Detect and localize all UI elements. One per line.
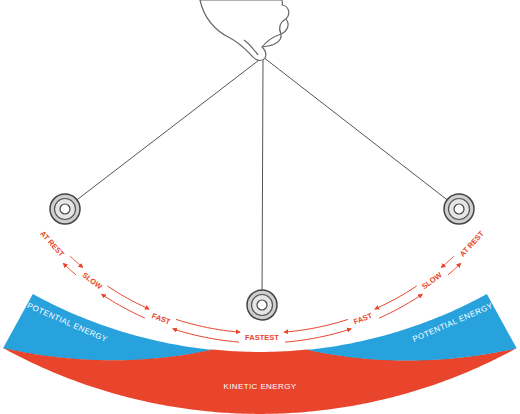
motion-arrow — [441, 256, 453, 267]
motion-arrows — [63, 256, 460, 342]
finger-line — [262, 34, 281, 47]
hand — [200, 0, 289, 60]
motion-arrow — [102, 294, 145, 318]
motion-arrow — [379, 294, 422, 318]
bobs — [50, 194, 474, 320]
motion-arrow — [284, 319, 348, 332]
hand-outline — [200, 0, 289, 60]
motion-arrow — [448, 264, 461, 275]
motion-arrow — [285, 329, 351, 342]
motion-label: SLOW — [80, 271, 102, 291]
band-shape — [307, 294, 517, 361]
motion-arrow — [107, 286, 149, 309]
motion-label: AT REST — [459, 230, 486, 258]
washer-bob — [444, 194, 474, 224]
finger-line — [280, 19, 286, 34]
band-shape — [3, 294, 213, 361]
string — [262, 57, 263, 305]
washer-bob — [50, 194, 80, 224]
energy-label: KINETIC ENERGY — [223, 383, 296, 391]
string — [263, 57, 459, 209]
motion-label: FAST — [353, 312, 374, 326]
motion-label: FAST — [150, 312, 171, 326]
motion-arrow — [70, 256, 82, 267]
motion-arrow — [173, 329, 239, 342]
motion-label: AT REST — [38, 230, 65, 258]
washer-bob — [247, 290, 277, 320]
thumb-line — [244, 40, 258, 55]
motion-arrow — [63, 264, 76, 275]
strings — [65, 57, 459, 305]
potential-energy-band: POTENTIAL ENERGY — [307, 294, 517, 361]
motion-label: SLOW — [421, 271, 443, 291]
potential-energy-band: POTENTIAL ENERGY — [3, 294, 213, 361]
motion-arrow — [176, 319, 240, 332]
motion-arrow — [375, 286, 417, 309]
string — [65, 57, 263, 209]
motion-label: FASTEST — [245, 334, 279, 342]
